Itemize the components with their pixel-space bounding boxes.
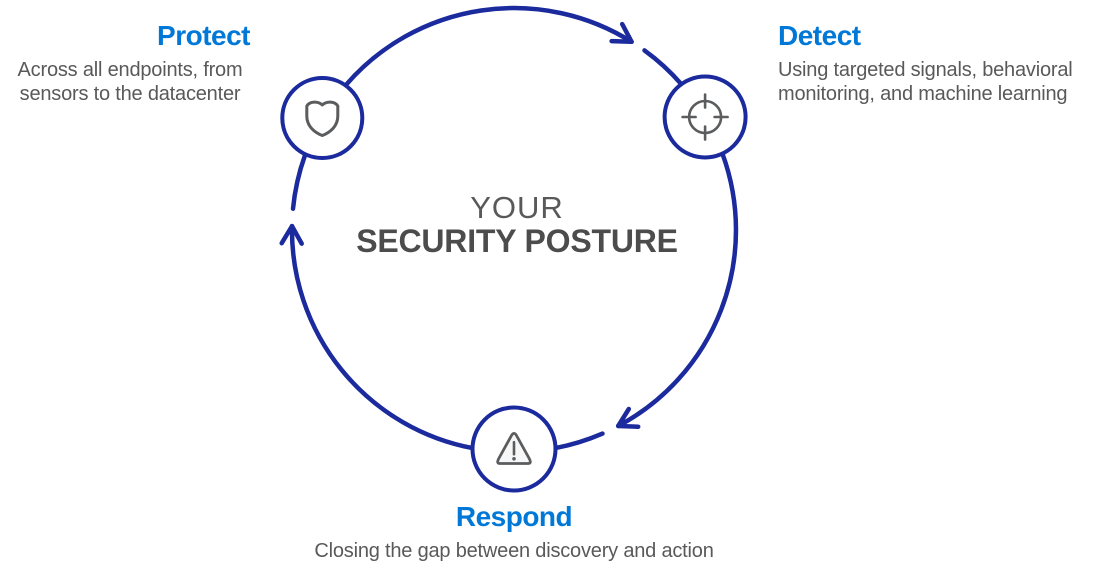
protect-node-circle — [280, 76, 365, 160]
cycle-arc-into-detect — [642, 48, 684, 87]
arrow-bottom-right-clockwise-icon — [615, 406, 641, 429]
protect-description: Across all endpoints, from sensors to th… — [17, 59, 243, 105]
detect-description: Using targeted signals, behavioral monit… — [778, 59, 1073, 105]
cycle-arc-respond-to-protect — [289, 223, 476, 451]
shield-icon — [305, 100, 340, 137]
center-title-line1: YOUR — [470, 190, 564, 225]
arrow-top-clockwise-icon — [609, 21, 634, 45]
center-title: YOUR SECURITY POSTURE — [356, 191, 678, 258]
node-circles — [280, 74, 748, 493]
cycle-arrows — [279, 21, 641, 429]
protect-label-block: Protect Across all endpoints, from senso… — [10, 20, 251, 106]
arrow-left-clockwise-icon — [279, 223, 304, 246]
detect-label: Detect — [778, 20, 861, 51]
detect-node-circle — [662, 74, 748, 160]
respond-label: Respond — [455, 501, 573, 532]
cycle-arc-into-protect — [290, 153, 308, 211]
respond-label-block: Respond Closing the gap between discover… — [314, 501, 713, 563]
cycle-arc-into-respond — [552, 431, 605, 451]
cycle-arc-detect-to-respond — [615, 151, 739, 429]
protect-label: Protect — [157, 20, 250, 51]
target-icon — [681, 93, 729, 141]
respond-description: Closing the gap between discovery and ac… — [314, 540, 714, 562]
warning-icon — [496, 432, 532, 465]
detect-label-block: Detect Using targeted signals, behaviora… — [778, 20, 1090, 106]
cycle-arc-protect-to-detect — [344, 5, 634, 87]
center-title-line2: SECURITY POSTURE — [356, 223, 678, 259]
cycle-ring — [289, 5, 739, 451]
